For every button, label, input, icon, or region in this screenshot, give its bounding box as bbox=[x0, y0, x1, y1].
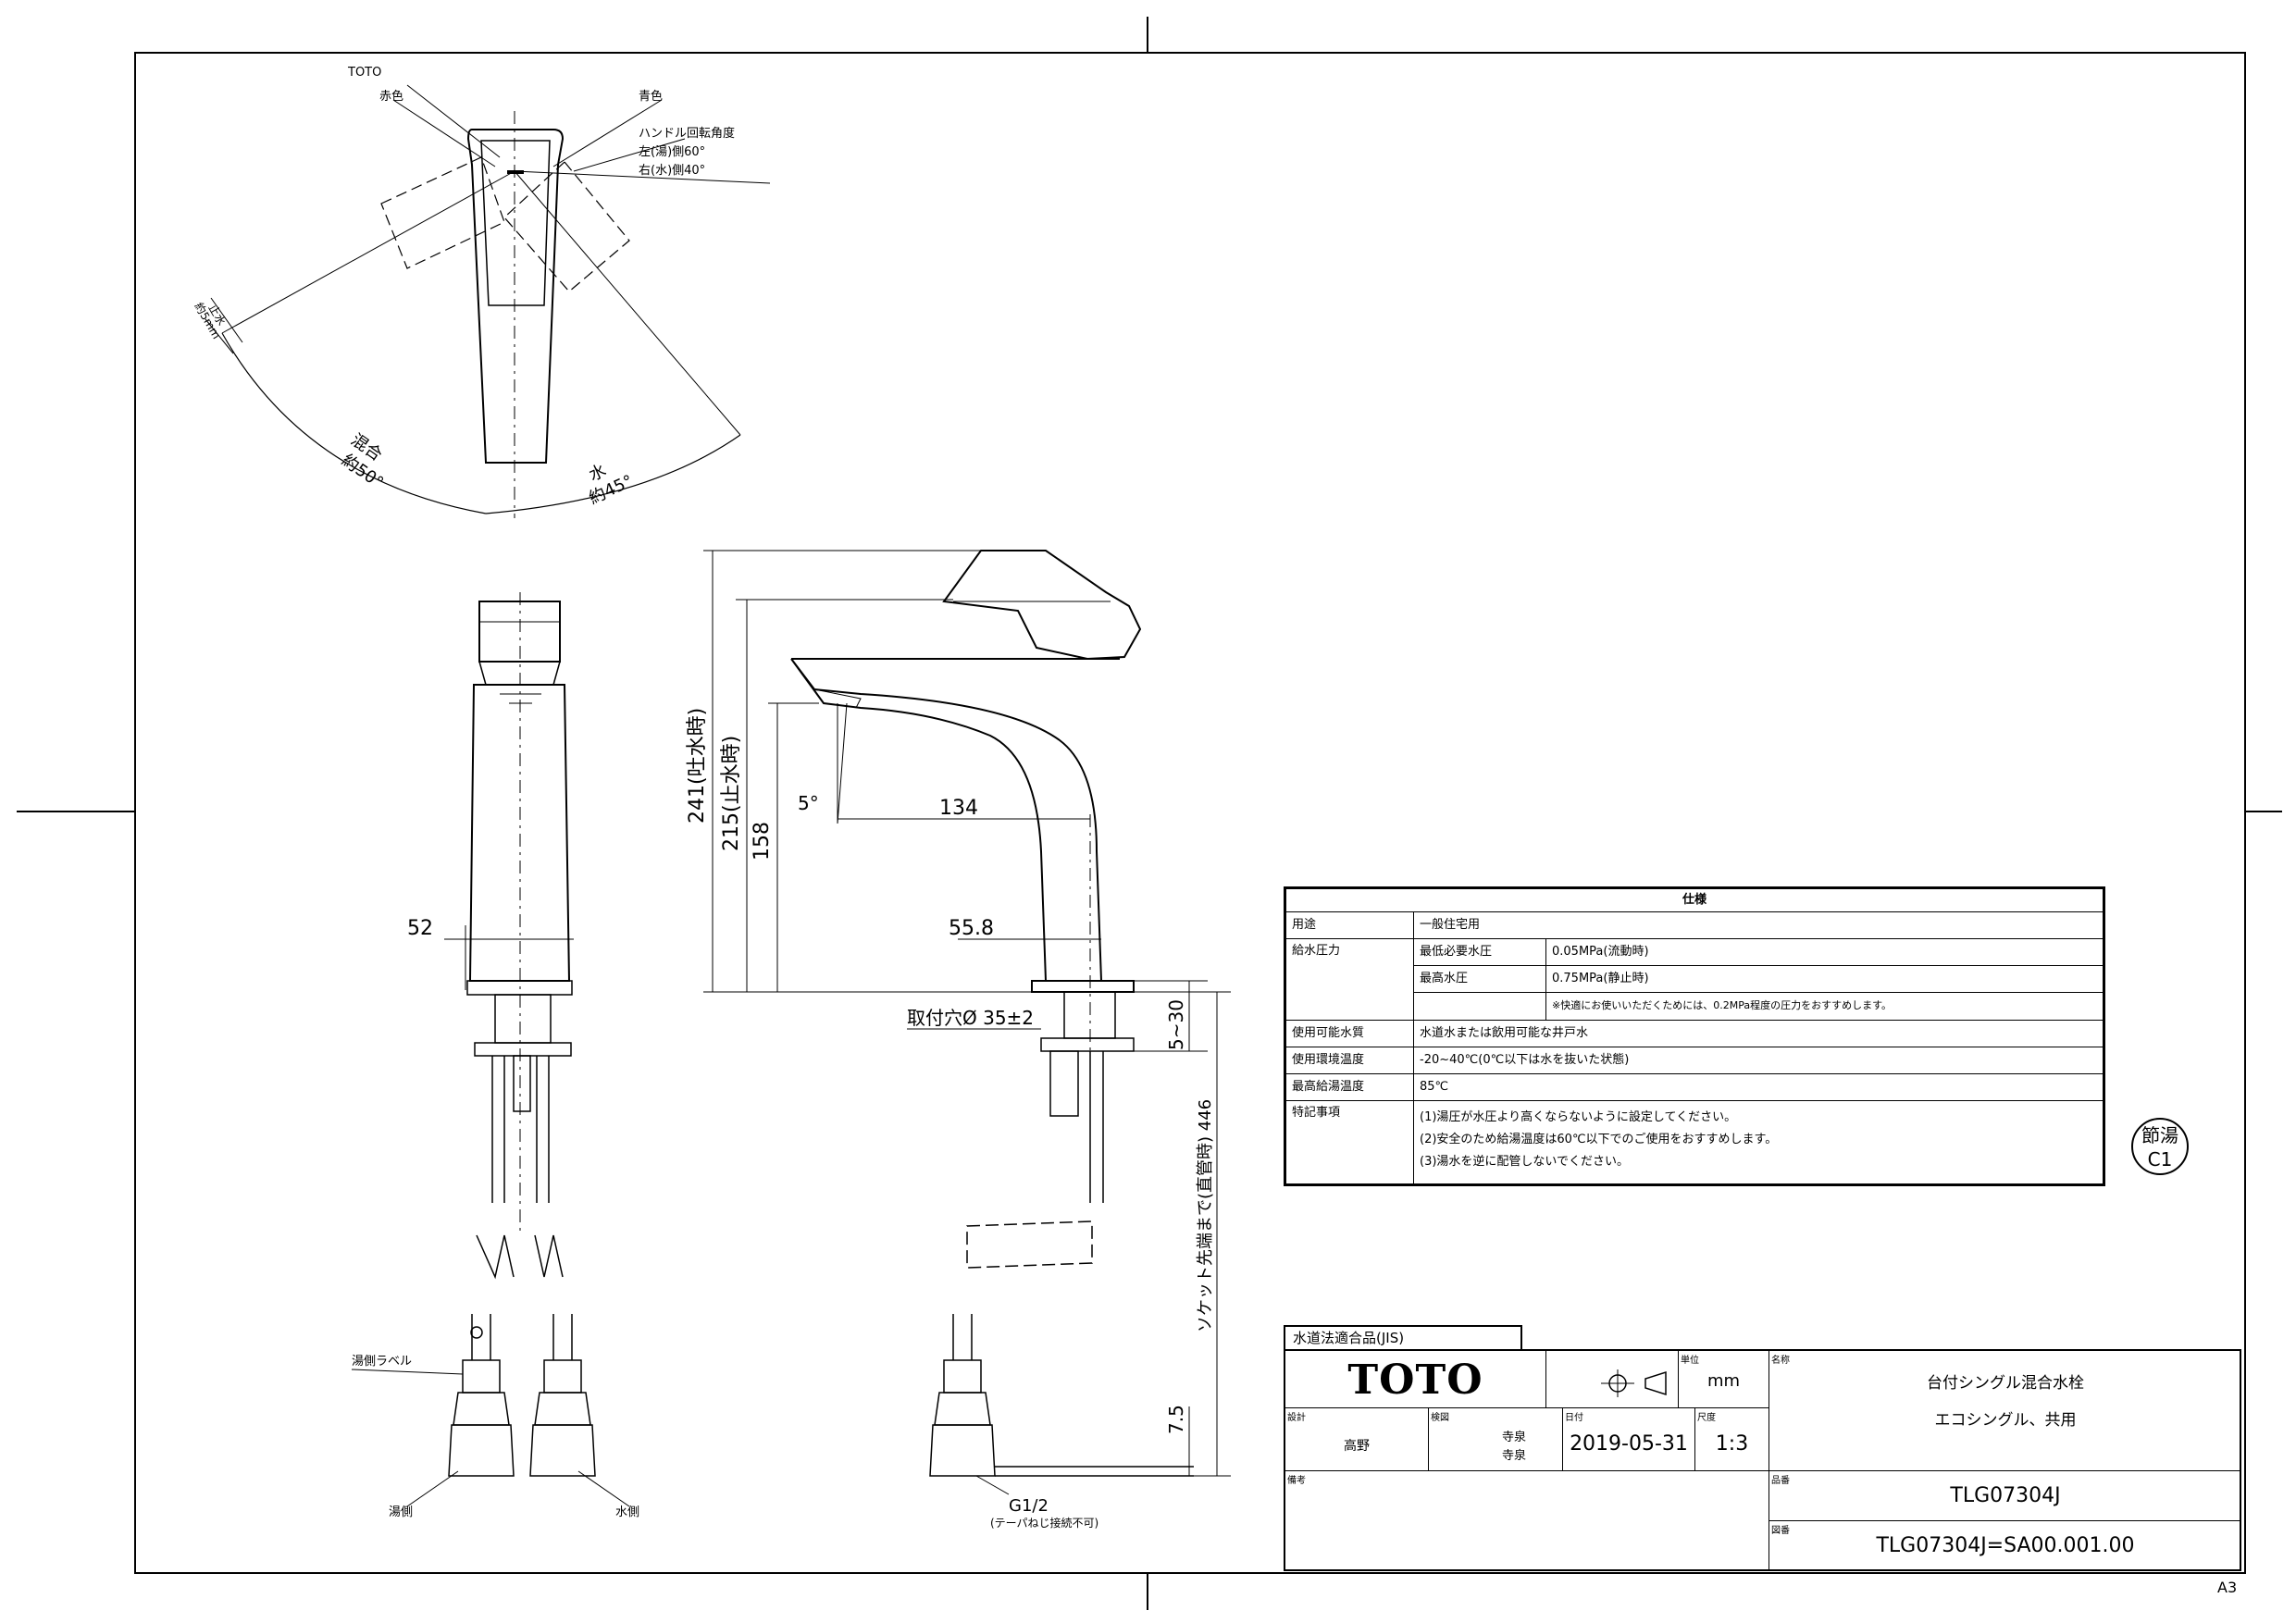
dim-5-degree: 5° bbox=[798, 792, 819, 814]
dim-158: 158 bbox=[751, 822, 774, 861]
spec-note-item: (2)安全のため給湯温度は60℃以下でのご使用をおすすめします。 bbox=[1420, 1133, 1778, 1146]
spec-env-value: -20~40℃(0℃以下は水を抜いた状態) bbox=[1413, 1046, 2104, 1074]
spec-usage-label: 用途 bbox=[1285, 911, 1414, 940]
handle-angle-title: ハンドル回転角度 bbox=[639, 126, 735, 141]
spec-water-value: 水道水または飲用可能な井戸水 bbox=[1413, 1019, 2104, 1047]
spec-hot-value: 85℃ bbox=[1413, 1072, 2104, 1102]
designer-label: 設計 bbox=[1287, 1413, 1306, 1423]
spec-pressure-note: ※快適にお使いいただくためには、0.2MPa程度の圧力をおすすめします。 bbox=[1545, 992, 2104, 1021]
dim-215: 215(止水時) bbox=[720, 736, 743, 851]
badge-line1: 節湯 bbox=[2141, 1124, 2178, 1146]
product-subname: エコシングル、共用 bbox=[1934, 1411, 2077, 1430]
spec-notes-list: (1)湯圧が水圧より高くならないように設定してください。 (2)安全のため給湯温… bbox=[1413, 1100, 2104, 1184]
designer-value: 高野 bbox=[1344, 1439, 1370, 1454]
spec-min-pressure-label: 最低必要水圧 bbox=[1413, 938, 1546, 967]
dim-7-5: 7.5 bbox=[1165, 1405, 1187, 1434]
handle-angle-left: 左(湯)側60° bbox=[639, 145, 705, 159]
toto-mark-label: TOTO bbox=[347, 66, 381, 80]
remarks-cell: 備考 bbox=[1285, 1471, 1769, 1569]
spec-note-item: (1)湯圧が水圧より高くならないように設定してください。 bbox=[1420, 1110, 1737, 1124]
spec-table-title: 仕様 bbox=[1285, 888, 2104, 912]
blue-color-label: 青色 bbox=[639, 89, 663, 104]
sheet-size-label: A3 bbox=[2217, 1579, 2238, 1596]
front-view-labels: 52 湯側ラベル 湯側 水側 bbox=[352, 917, 639, 1519]
toto-logo: TOTO bbox=[1347, 1357, 1483, 1404]
model-label: 品番 bbox=[1771, 1476, 1790, 1486]
date-cell: 日付 2019-05-31 bbox=[1563, 1408, 1695, 1471]
mount-hole-dim: 取付穴Ø 35±2 bbox=[907, 1007, 1034, 1029]
name-cell: 名称 台付シングル混合水栓 エコシングル、共用 bbox=[1769, 1351, 2241, 1471]
checker-value-2: 寺泉 bbox=[1501, 1449, 1526, 1463]
top-view bbox=[205, 84, 771, 518]
badge-line2: C1 bbox=[2147, 1148, 2173, 1171]
centering-marks bbox=[17, 17, 2282, 1610]
spec-max-pressure-label: 最高水圧 bbox=[1413, 965, 1546, 994]
dim-446: ソケット先端まで(直管時) 446 bbox=[1196, 1099, 1215, 1332]
spec-hot-label: 最高給湯温度 bbox=[1285, 1072, 1414, 1102]
red-color-label: 赤色 bbox=[379, 89, 403, 104]
handle-angle-right: 右(水)側40° bbox=[639, 164, 705, 178]
hot-label-tag: 湯側ラベル bbox=[352, 1355, 412, 1369]
checker-value-1: 寺泉 bbox=[1501, 1431, 1526, 1444]
dim-52: 52 bbox=[407, 917, 433, 940]
checker-label: 検図 bbox=[1431, 1413, 1449, 1423]
checker-cell: 検図 寺泉 寺泉 bbox=[1429, 1408, 1563, 1471]
product-name: 台付シングル混合水栓 bbox=[1927, 1374, 2084, 1393]
hot-side-label: 湯側 bbox=[389, 1505, 413, 1519]
drawing-number-label: 図番 bbox=[1771, 1526, 1790, 1536]
spec-water-label: 使用可能水質 bbox=[1285, 1019, 1414, 1047]
designer-cell: 設計 高野 bbox=[1285, 1408, 1429, 1471]
projection-symbol-icon bbox=[1601, 1369, 1667, 1397]
remarks-label: 備考 bbox=[1287, 1476, 1306, 1486]
logo-cell: TOTO bbox=[1285, 1351, 1546, 1408]
spec-max-pressure-value: 0.75MPa(静止時) bbox=[1545, 965, 2104, 994]
dim-55-8: 55.8 bbox=[949, 917, 994, 940]
spec-supply-label: 給水圧力 bbox=[1285, 938, 1414, 1021]
top-view-labels: TOTO 赤色 青色 ハンドル回転角度 左(湯)側60° 右(水)側40° 止水… bbox=[192, 66, 735, 509]
jis-compliance-label: 水道法適合品(JIS) bbox=[1284, 1325, 1522, 1349]
name-label: 名称 bbox=[1771, 1356, 1790, 1366]
spec-usage-value: 一般住宅用 bbox=[1413, 911, 2104, 940]
dim-241: 241(吐水時) bbox=[686, 708, 709, 824]
model-cell: 品番 TLG07304J bbox=[1769, 1471, 2241, 1521]
drawing-number-cell: 図番 TLG07304J=SA00.001.00 bbox=[1769, 1521, 2241, 1569]
date-label: 日付 bbox=[1565, 1413, 1583, 1423]
drawing-number: TLG07304J=SA00.001.00 bbox=[1876, 1534, 2135, 1557]
water-saving-badge: 節湯 C1 bbox=[2131, 1118, 2189, 1175]
drawing-border bbox=[134, 52, 2246, 1574]
spec-table: 仕様 用途 一般住宅用 給水圧力 最低必要水圧 0.05MPa(流動時) 最高水… bbox=[1284, 886, 2105, 1186]
unit-label: 単位 bbox=[1681, 1356, 1699, 1366]
thread-note: (テーパねじ接続不可) bbox=[990, 1516, 1098, 1530]
date-value: 2019-05-31 bbox=[1570, 1432, 1688, 1456]
front-view bbox=[351, 592, 630, 1507]
unit-cell: 単位 mm bbox=[1679, 1351, 1769, 1408]
unit-value: mm bbox=[1706, 1371, 1741, 1391]
side-view-labels: 241(吐水時) 215(止水時) 158 5° 134 55.8 取付穴Ø 3… bbox=[686, 708, 1215, 1530]
spec-notes-label: 特記事項 bbox=[1285, 1100, 1414, 1184]
spec-env-label: 使用環境温度 bbox=[1285, 1046, 1414, 1074]
thread-spec: G1/2 bbox=[1009, 1496, 1049, 1516]
projection-cell bbox=[1546, 1351, 1679, 1408]
dim-5-30: 5~30 bbox=[1165, 999, 1187, 1050]
scale-cell: 尺度 1:3 bbox=[1695, 1408, 1769, 1471]
spec-min-pressure-value: 0.05MPa(流動時) bbox=[1545, 938, 2104, 967]
model-number: TLG07304J bbox=[1950, 1484, 2061, 1507]
water-side-label: 水側 bbox=[615, 1505, 639, 1519]
side-view bbox=[703, 550, 1231, 1495]
scale-label: 尺度 bbox=[1697, 1413, 1716, 1423]
scale-value: 1:3 bbox=[1715, 1432, 1749, 1456]
title-block: TOTO 単位 mm 名称 台付シングル混合水栓 エコシングル、共用 設計 高野… bbox=[1284, 1349, 2241, 1571]
dim-134: 134 bbox=[939, 797, 978, 820]
spec-note-item: (3)湯水を逆に配管しないでください。 bbox=[1420, 1155, 1630, 1169]
